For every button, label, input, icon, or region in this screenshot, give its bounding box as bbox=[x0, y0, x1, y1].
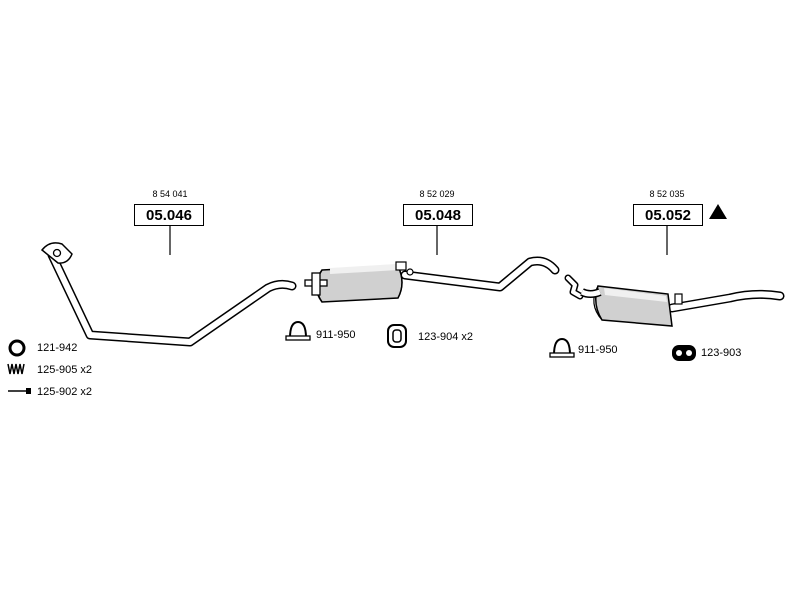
middle-muffler-body bbox=[315, 264, 403, 303]
u-clamp-icon bbox=[549, 337, 575, 358]
assembly-ref-1: 8 54 041 bbox=[152, 189, 188, 199]
front-pipe bbox=[40, 242, 297, 347]
part-label-clamp-1: 911-950 bbox=[316, 329, 356, 341]
part-label-rubber-mount: 123-904 x2 bbox=[418, 331, 474, 343]
assembly-code-2: 05.048 bbox=[403, 204, 473, 226]
assembly-ref-3: 8 52 035 bbox=[649, 189, 685, 199]
bolt-icon bbox=[8, 388, 31, 394]
warning-triangle-icon bbox=[709, 204, 727, 219]
assembly-code-1: 05.046 bbox=[134, 204, 204, 226]
rear-silencer-section bbox=[564, 274, 785, 327]
rear-hanger bbox=[674, 293, 683, 305]
part-label-ring-gasket: 121-942 bbox=[37, 342, 78, 354]
ring-gasket-icon bbox=[8, 339, 26, 357]
part-label-clamp-2: 911-950 bbox=[578, 344, 618, 356]
part-label-rubber-hanger: 123-903 bbox=[701, 347, 742, 359]
rubber-hanger-icon bbox=[672, 345, 696, 361]
rear-muffler-body bbox=[593, 285, 673, 327]
middle-hanger bbox=[395, 261, 414, 276]
front-pipe-flange bbox=[40, 242, 73, 264]
spring-icon bbox=[7, 363, 25, 375]
middle-inlet-pipe bbox=[304, 272, 328, 296]
part-label-spring: 125-905 x2 bbox=[37, 364, 93, 376]
rear-inlet-elbow bbox=[580, 288, 602, 298]
assembly-code-3: 05.052 bbox=[633, 204, 703, 226]
part-label-bolt: 125-902 x2 bbox=[37, 386, 93, 398]
assembly-ref-2: 8 52 029 bbox=[419, 189, 455, 199]
u-clamp-icon bbox=[285, 320, 311, 341]
middle-silencer-section bbox=[304, 256, 560, 303]
rubber-mount-icon bbox=[387, 324, 407, 348]
